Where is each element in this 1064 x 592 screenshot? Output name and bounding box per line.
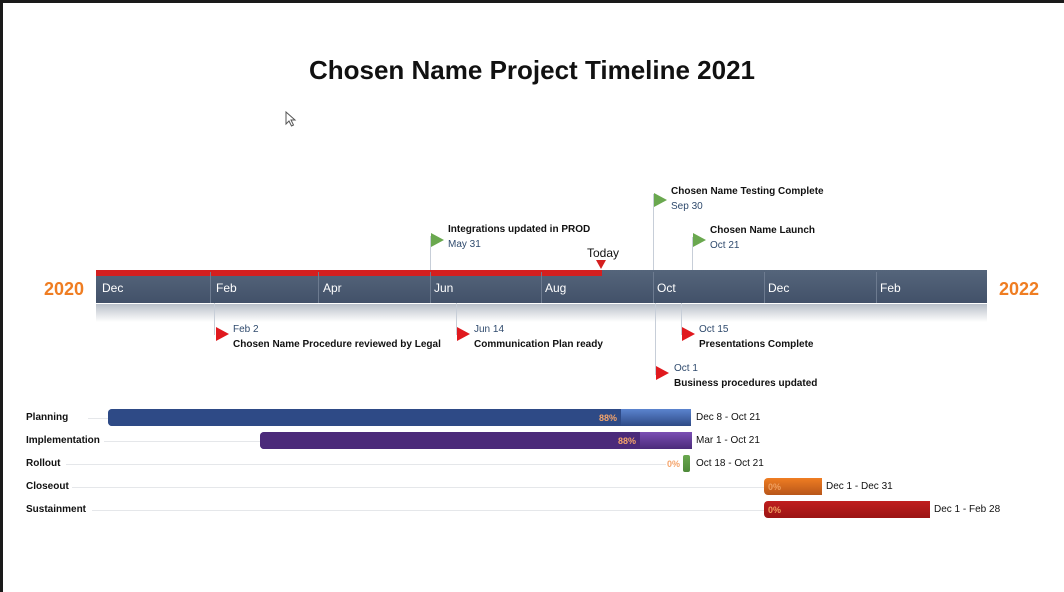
task-percent: 0% [768, 482, 782, 492]
red-flag-icon [656, 366, 669, 380]
task-label: Closeout [26, 481, 69, 492]
row-guide [92, 510, 764, 511]
row-guide [104, 441, 260, 442]
task-date-range: Dec 1 - Feb 28 [934, 504, 1001, 515]
milestone-title: Chosen Name Testing Complete [671, 186, 824, 197]
red-flag-icon [457, 327, 470, 341]
task-bar[interactable] [683, 455, 690, 472]
green-flag-icon [654, 193, 667, 207]
task-percent: 88% [618, 436, 637, 446]
task-percent: 0% [768, 505, 782, 515]
month-label: Oct [657, 281, 676, 295]
milestone-date: Feb 2 [233, 324, 259, 335]
milestone-date: Oct 15 [699, 324, 729, 335]
task-date-range: Dec 8 - Oct 21 [696, 412, 761, 423]
green-flag-icon [693, 233, 706, 247]
elapsed-time-bar [96, 270, 602, 276]
task-bar[interactable] [260, 432, 692, 449]
milestone-title: Business procedures updated [674, 378, 818, 389]
task-track [764, 501, 930, 518]
month-label: Feb [216, 281, 237, 295]
task-progress [108, 409, 622, 426]
task-date-range: Mar 1 - Oct 21 [696, 435, 760, 446]
task-progress [260, 432, 641, 449]
month-label: Aug [545, 281, 567, 295]
month-divider [318, 272, 319, 303]
milestone-connector [653, 194, 654, 270]
green-flag-icon [431, 233, 444, 247]
milestone-title: Presentations Complete [699, 339, 814, 350]
milestone-connector [456, 303, 457, 335]
task-bar[interactable] [764, 478, 822, 495]
red-flag-icon [682, 327, 695, 341]
month-divider [210, 272, 211, 303]
milestone-date: Oct 21 [710, 240, 740, 251]
milestone-date: Sep 30 [671, 201, 703, 212]
mouse-pointer-icon [285, 111, 297, 127]
milestone-date: Jun 14 [474, 324, 505, 335]
milestone-date: May 31 [448, 239, 481, 250]
page-title: Chosen Name Project Timeline 2021 [308, 55, 756, 85]
red-flag-icon [216, 327, 229, 341]
task-label: Planning [26, 412, 69, 423]
task-date-range: Oct 18 - Oct 21 [696, 458, 764, 469]
task-track [683, 455, 690, 472]
milestone-title: Communication Plan ready [474, 339, 603, 350]
milestone-title: Integrations updated in PROD [448, 224, 591, 235]
milestone-connector [430, 236, 431, 270]
task-track [764, 478, 822, 495]
month-divider [430, 272, 431, 303]
milestone-connector [692, 237, 693, 270]
month-divider [876, 272, 877, 303]
row-guide [88, 418, 110, 419]
task-percent: 0% [667, 459, 681, 469]
month-label: Feb [880, 281, 901, 295]
milestone-connector [681, 303, 682, 335]
milestone-date: Oct 1 [674, 363, 698, 374]
axis-shadow [96, 304, 987, 322]
month-label: Apr [323, 281, 342, 295]
task-bar[interactable] [108, 409, 691, 426]
milestone-connector [655, 303, 656, 375]
month-label: Jun [434, 281, 454, 295]
task-date-range: Dec 1 - Dec 31 [826, 481, 893, 492]
task-bar[interactable] [764, 501, 930, 518]
today-marker-icon[interactable] [596, 260, 606, 269]
month-divider [541, 272, 542, 303]
start-year-label: 2020 [44, 279, 85, 299]
month-label: Dec [768, 281, 790, 295]
row-guide [66, 464, 666, 465]
end-year-label: 2022 [999, 279, 1040, 299]
task-label: Sustainment [26, 504, 87, 515]
milestone-connector [214, 303, 215, 335]
month-divider [653, 272, 654, 303]
milestone-title: Chosen Name Launch [710, 225, 816, 236]
task-label: Implementation [26, 435, 100, 446]
milestone-title: Chosen Name Procedure reviewed by Legal [233, 339, 441, 350]
task-percent: 88% [599, 413, 618, 423]
task-label: Rollout [26, 458, 61, 469]
month-label: Dec [102, 281, 124, 295]
month-divider [764, 272, 765, 303]
row-guide [72, 487, 764, 488]
today-label: Today [587, 246, 620, 260]
